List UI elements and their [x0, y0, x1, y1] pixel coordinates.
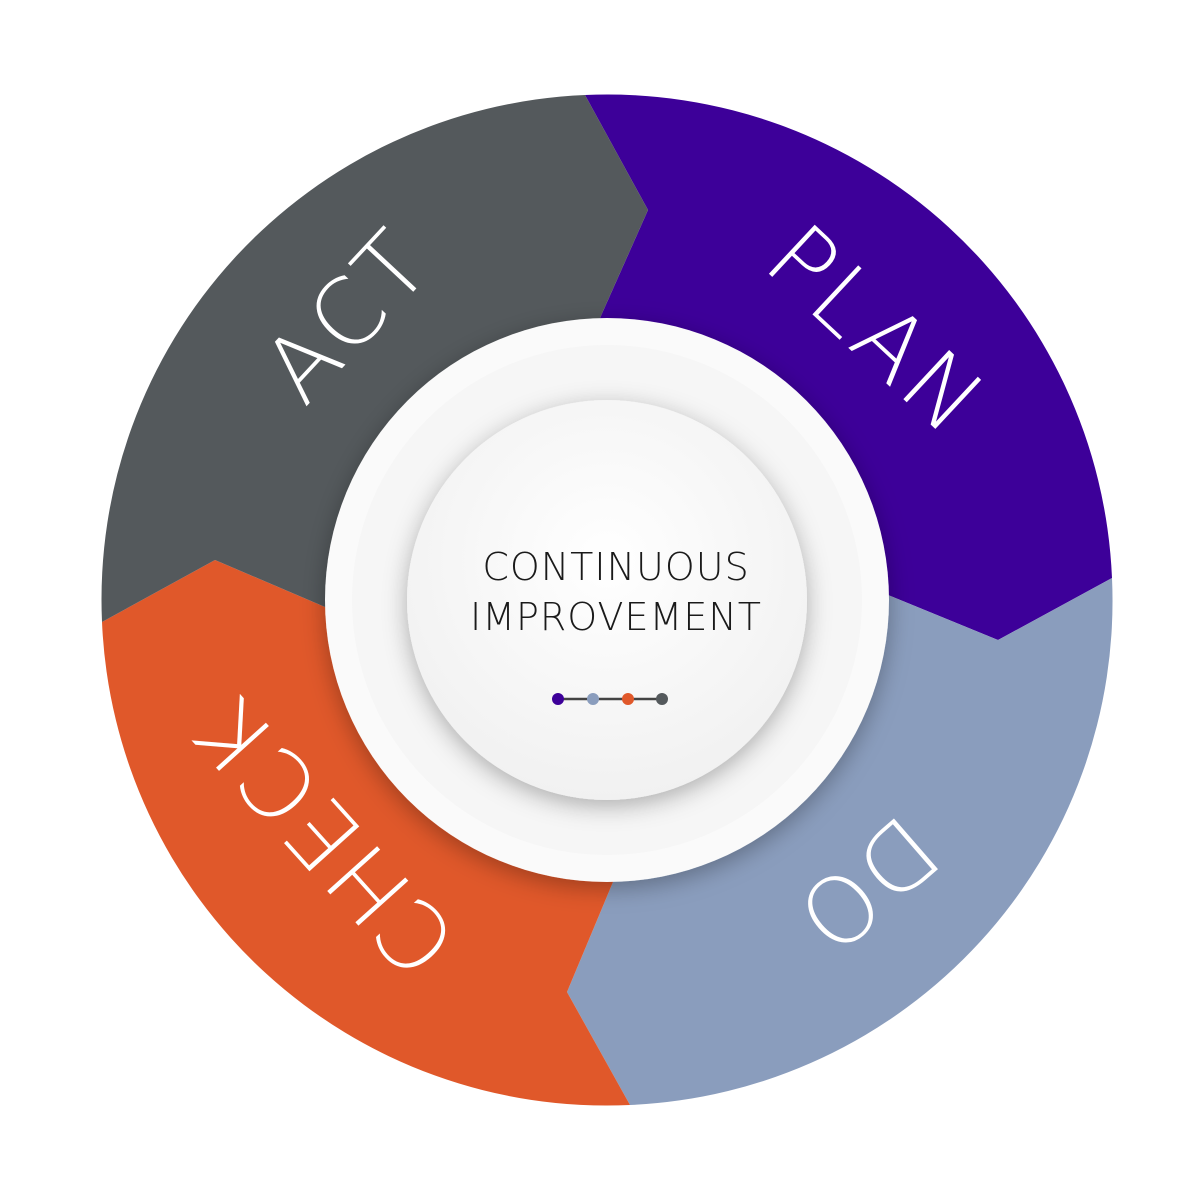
center-title-line1: CONTINUOUS	[482, 545, 749, 589]
center-title-line2: IMPROVEMENT	[470, 595, 762, 639]
dot-check	[622, 693, 634, 705]
dot-plan	[552, 693, 564, 705]
center-inner-circle	[407, 400, 807, 800]
dot-act	[656, 693, 668, 705]
dot-do	[587, 693, 599, 705]
